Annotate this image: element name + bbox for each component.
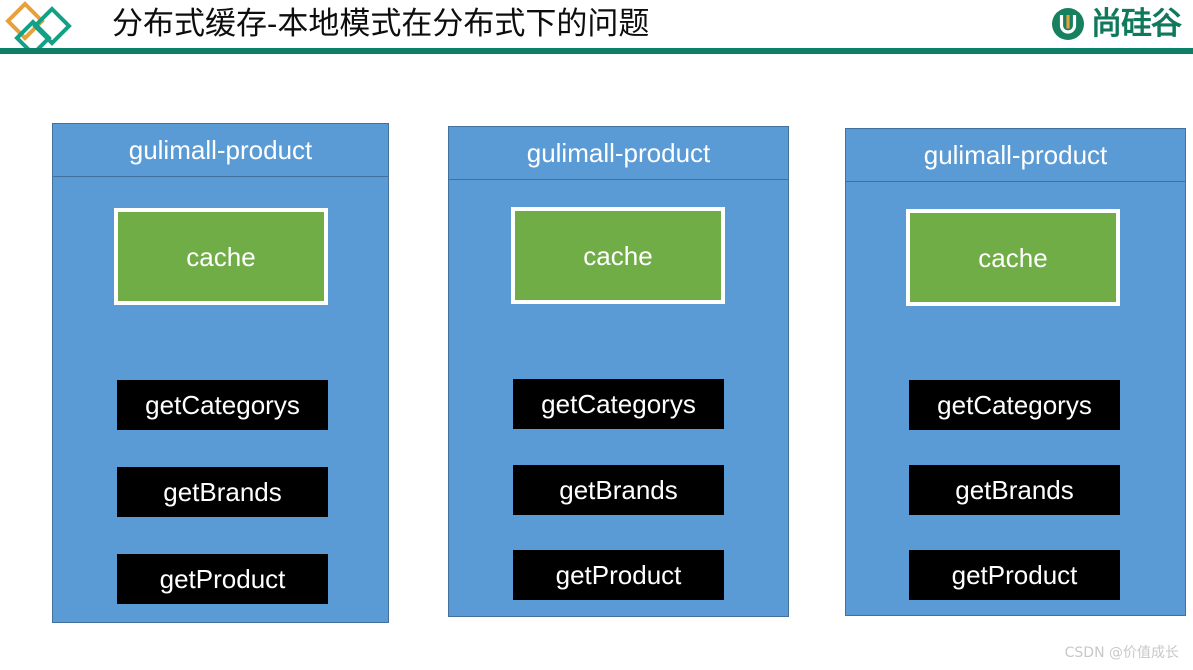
service-title-label: gulimall-product: [128, 135, 313, 165]
api-button-getcategorys[interactable]: getCategorys: [513, 379, 724, 429]
api-button-label: getCategorys: [541, 389, 696, 419]
service-title-label: gulimall-product: [923, 140, 1108, 170]
atguigu-brand-logo: 尚硅谷: [1051, 5, 1182, 43]
service-instance-3: gulimall-product cache getCategorys getB…: [845, 128, 1186, 616]
atguigu-u-mark-icon: [1051, 7, 1085, 41]
api-button-getproduct[interactable]: getProduct: [117, 554, 328, 604]
service-body: cache getCategorys getBrands getProduct: [53, 177, 388, 622]
api-button-label: getBrands: [955, 475, 1074, 505]
service-title-bar: gulimall-product: [846, 129, 1185, 182]
local-cache-box: cache: [906, 209, 1120, 306]
cache-label: cache: [186, 241, 256, 272]
service-body: cache getCategorys getBrands getProduct: [449, 180, 788, 616]
page-title: 分布式缓存-本地模式在分布式下的问题: [112, 6, 650, 41]
api-button-getbrands[interactable]: getBrands: [513, 465, 724, 515]
api-button-label: getCategorys: [937, 390, 1092, 420]
api-button-getproduct[interactable]: getProduct: [513, 550, 724, 600]
cache-label: cache: [978, 242, 1048, 273]
api-button-label: getBrands: [163, 477, 282, 507]
csdn-watermark: CSDN @价值成长: [1064, 645, 1179, 661]
service-instance-1: gulimall-product cache getCategorys getB…: [52, 123, 389, 623]
service-title-bar: gulimall-product: [449, 127, 788, 180]
api-button-label: getBrands: [559, 475, 678, 505]
api-button-label: getProduct: [555, 560, 682, 590]
api-button-getbrands[interactable]: getBrands: [117, 467, 328, 517]
three-diamonds-logo-icon: [4, 1, 76, 57]
api-button-getcategorys[interactable]: getCategorys: [117, 380, 328, 430]
api-button-getcategorys[interactable]: getCategorys: [909, 380, 1120, 430]
local-cache-box: cache: [114, 208, 328, 305]
api-button-getproduct[interactable]: getProduct: [909, 550, 1120, 600]
slide-header: 分布式缓存-本地模式在分布式下的问题 尚硅谷: [0, 0, 1193, 57]
api-button-label: getProduct: [159, 564, 286, 594]
service-title-bar: gulimall-product: [53, 124, 388, 177]
api-button-label: getProduct: [951, 560, 1078, 590]
local-cache-box: cache: [511, 207, 725, 304]
cache-label: cache: [583, 240, 653, 271]
api-button-label: getCategorys: [145, 390, 300, 420]
service-body: cache getCategorys getBrands getProduct: [846, 182, 1185, 615]
service-instance-2: gulimall-product cache getCategorys getB…: [448, 126, 789, 617]
header-divider-rule: [0, 48, 1193, 54]
brand-name-label: 尚硅谷: [1091, 6, 1182, 42]
api-button-getbrands[interactable]: getBrands: [909, 465, 1120, 515]
service-title-label: gulimall-product: [526, 138, 711, 168]
